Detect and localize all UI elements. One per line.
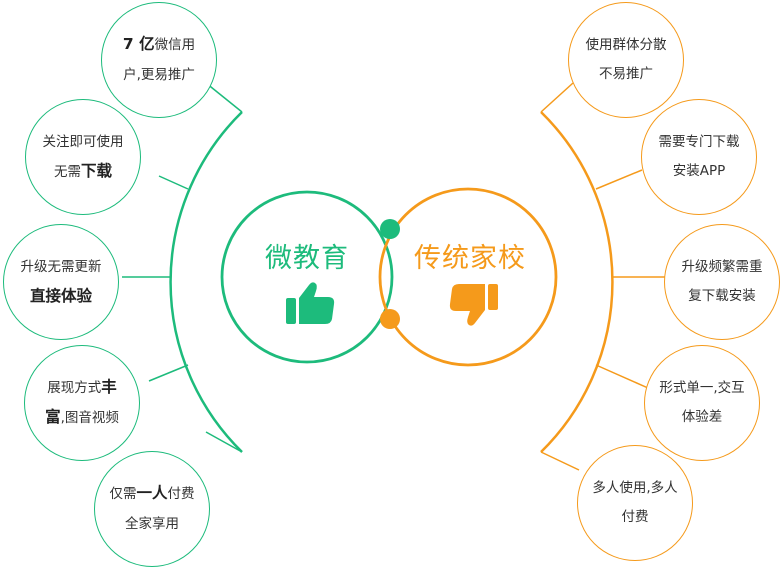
con-item-3-line1: 升级频繁需重: [681, 259, 763, 275]
pro-item-1: 7 亿微信用 户,更易推广: [101, 2, 217, 118]
pro-item-2-line1: 关注即可使用: [42, 134, 124, 150]
con-item-1-line2: 不易推广: [599, 66, 653, 82]
pro-item-1-line2: 户,更易推广: [123, 67, 195, 83]
pro-item-3: 升级无需更新 直接体验: [3, 224, 119, 340]
pro-item-4: 展现方式丰 富,图音视频: [24, 345, 140, 461]
left-arc: [169, 111, 243, 453]
con-item-5: 多人使用,多人 付费: [577, 445, 693, 561]
con-item-4-line2: 体验差: [681, 409, 723, 425]
connector-pro-2: [158, 175, 189, 190]
thumbs-up-icon: [286, 282, 335, 324]
con-item-5-line2: 付费: [621, 509, 649, 525]
right-arc: [540, 111, 614, 453]
pro-item-1-line1: 7 亿微信用: [122, 35, 196, 53]
con-item-1-line1: 使用群体分散: [585, 37, 667, 53]
pro-item-3-line2: 直接体验: [29, 287, 92, 305]
pro-item-5-line2: 全家享用: [125, 516, 179, 532]
pro-item-3-line1: 升级无需更新: [20, 259, 102, 275]
pro-item-2-line2: 无需下载: [53, 162, 112, 180]
intersection-dot-bottom: [380, 309, 400, 329]
con-item-2-line2: 安装APP: [672, 163, 726, 179]
connector-con-1: [540, 82, 574, 113]
pro-item-4-line1: 展现方式丰: [47, 378, 117, 396]
con-item-5-line1: 多人使用,多人: [592, 480, 678, 496]
connector-pro-1: [205, 82, 243, 113]
con-item-4: 形式单一,交互 体验差: [644, 345, 760, 461]
con-item-3-line2: 复下载安装: [688, 288, 756, 304]
pro-item-2: 关注即可使用 无需下载: [25, 99, 141, 215]
thumbs-down-icon: [449, 284, 498, 326]
con-item-1: 使用群体分散 不易推广: [568, 2, 684, 118]
left-center-circle: [220, 190, 394, 364]
connector-con-5: [540, 451, 580, 471]
right-center-title: 传统家校: [414, 243, 526, 274]
right-center-circle: [378, 187, 558, 367]
connector-pro-5: [205, 431, 243, 453]
intersection-dot-top: [380, 219, 400, 239]
pro-item-5-line1: 仅需一人付费: [109, 484, 195, 502]
con-item-2: 需要专门下载 安装APP: [641, 99, 757, 215]
connector-pro-4: [148, 364, 189, 382]
pro-item-5: 仅需一人付费 全家享用: [94, 451, 210, 567]
left-center-title: 微教育: [265, 243, 349, 274]
con-item-4-line1: 形式单一,交互: [659, 380, 745, 396]
connector-con-4: [595, 364, 649, 389]
con-item-2-line1: 需要专门下载: [658, 134, 740, 150]
connector-con-2: [595, 169, 643, 190]
pro-item-4-line2: 富,图音视频: [45, 408, 119, 426]
con-item-3: 升级频繁需重 复下载安装: [664, 224, 780, 340]
